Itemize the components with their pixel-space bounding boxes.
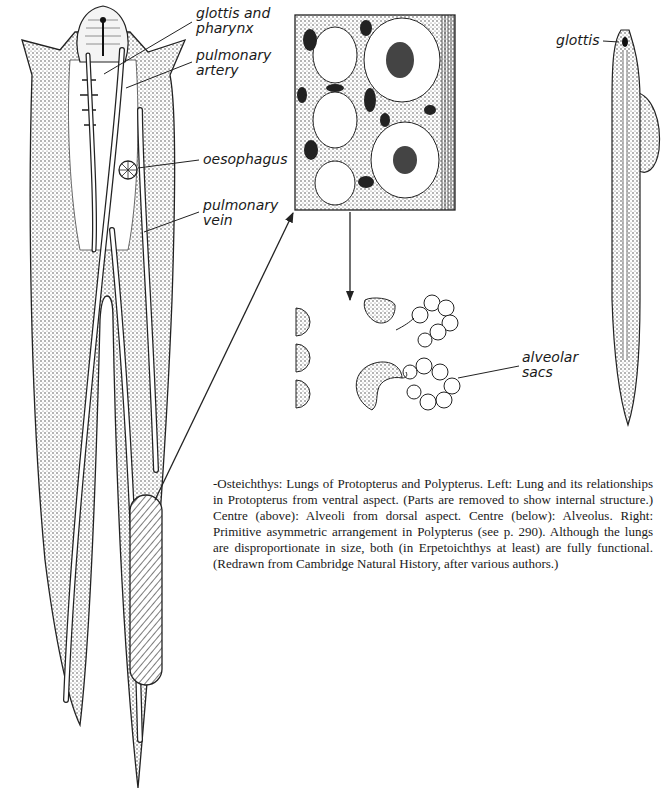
part-label: glottis <box>556 33 616 48</box>
part-label-box: pulmonary artery <box>196 48 280 78</box>
protopterus-lung <box>22 6 185 788</box>
part-label-box: glottis <box>556 33 616 48</box>
part-label-box: glottis and pharynx <box>196 6 280 36</box>
part-label: oesophagus <box>203 152 313 167</box>
part-label-box: oesophagus <box>203 152 313 167</box>
part-label: pulmonary vein <box>203 198 287 228</box>
part-label: glottis and pharynx <box>196 6 280 36</box>
alveolus-view <box>296 295 460 410</box>
figure-caption: -Osteichthys: Lungs of Protopterus and P… <box>213 476 653 572</box>
figure-caption-box: -Osteichthys: Lungs of Protopterus and P… <box>213 476 653 572</box>
part-label-box: alveolar sacs <box>522 350 594 380</box>
part-label-box: pulmonary vein <box>203 198 287 228</box>
polypterus-lung <box>612 30 660 425</box>
part-label: pulmonary artery <box>196 48 280 78</box>
alveoli-view <box>295 15 455 210</box>
pointer-arrow <box>155 213 293 500</box>
part-label: alveolar sacs <box>522 350 594 380</box>
leader-lines <box>104 22 619 378</box>
pointer-arrow <box>349 212 350 300</box>
